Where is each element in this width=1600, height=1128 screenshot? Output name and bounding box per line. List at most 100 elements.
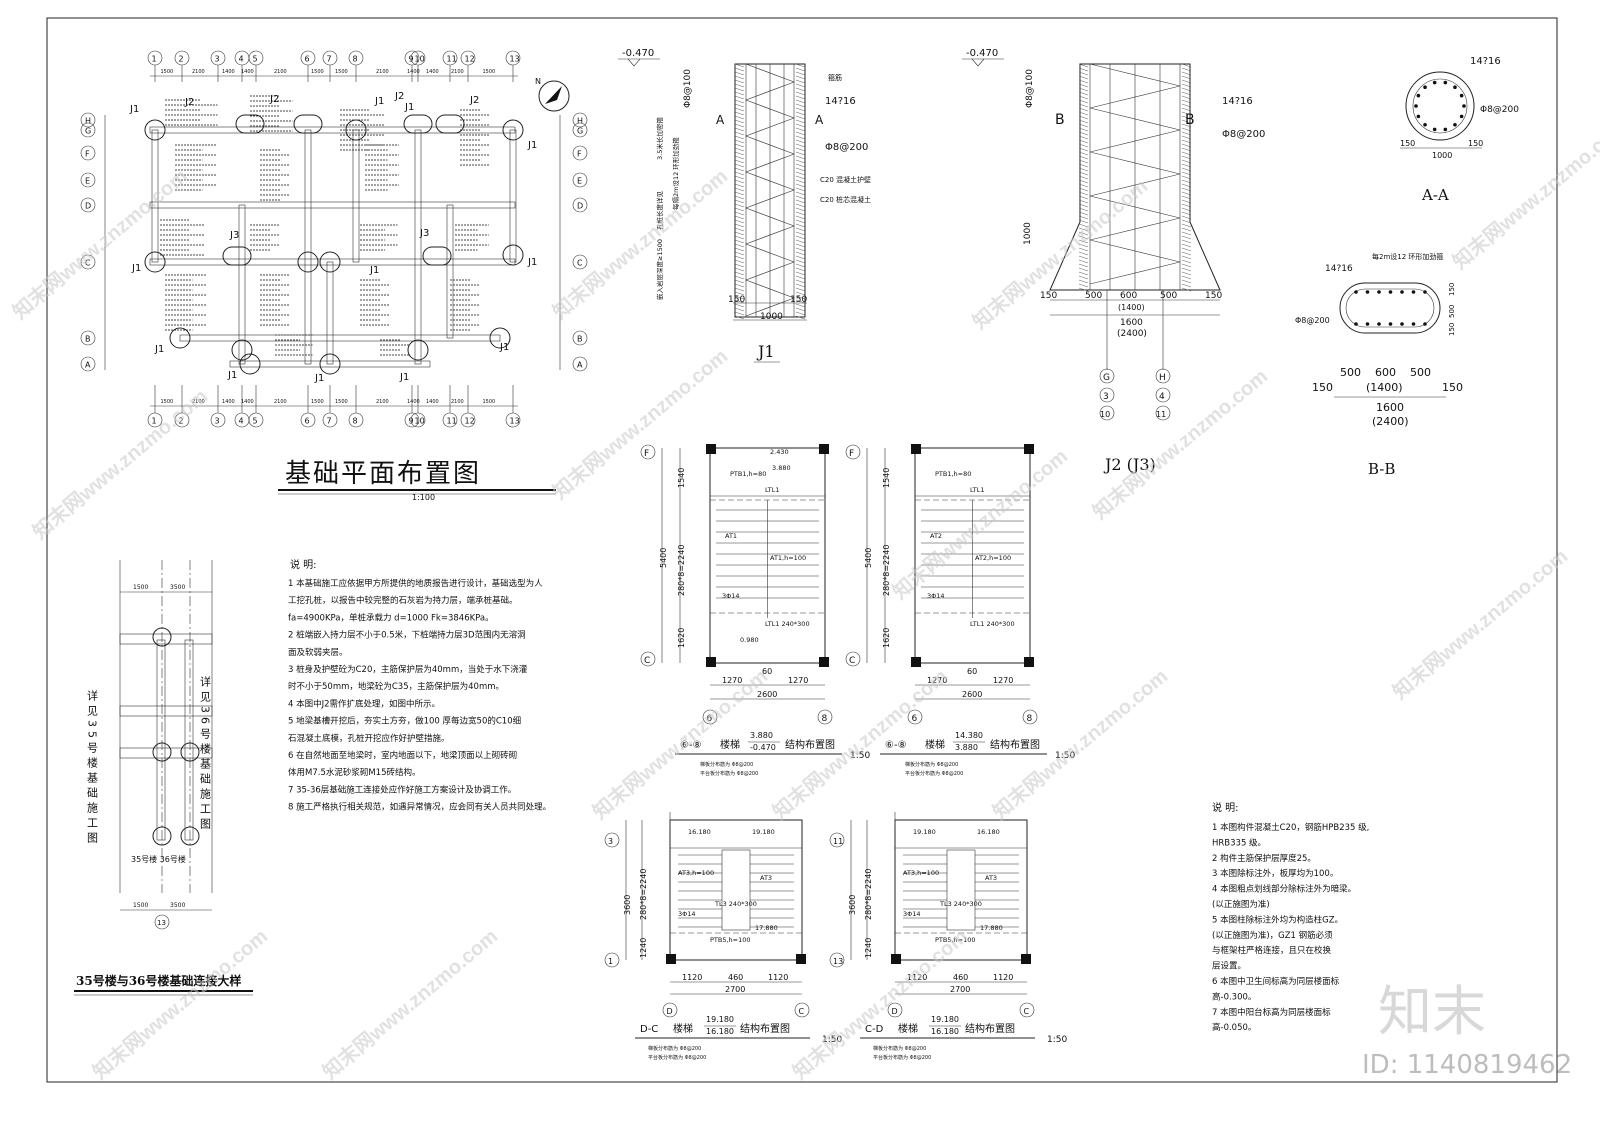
- stair-label: AT3,h=100: [678, 869, 714, 877]
- aa-dim-1: 1000: [1432, 151, 1452, 160]
- axis-label-bottom: 7: [327, 417, 332, 426]
- stair-footnote: 梯板分布筋为 Φ8@200: [648, 1045, 701, 1052]
- stair-footnote: 平台板分布筋为 Φ8@200: [700, 770, 758, 777]
- stair-label: TL3 240*300: [939, 900, 982, 908]
- stair-axis: 13: [833, 957, 843, 966]
- pile-label: J1: [499, 342, 509, 353]
- plan-dim-bottom: 1400: [222, 399, 235, 405]
- stair-label: AT2: [930, 532, 942, 540]
- stair-axis: D: [892, 1007, 898, 1016]
- pile: [239, 353, 261, 375]
- stair-caption-prefix: ⑥-⑧: [680, 740, 702, 751]
- stair-caption-tail: 结构布置图: [990, 738, 1040, 751]
- rebar-dot: [1400, 290, 1404, 294]
- j1-note-1: 每隔2m设12 环形加劲箍: [671, 137, 680, 210]
- axis-label-top: 5: [253, 55, 258, 64]
- stair-outline: [669, 819, 803, 961]
- j2-sec-b-left: B: [1055, 112, 1065, 128]
- stair-dim: 60: [967, 667, 977, 676]
- pile-label: J1: [369, 265, 379, 276]
- j1-stirrups: [734, 63, 806, 320]
- stair-outline: [894, 819, 1028, 961]
- stair-axis: C: [799, 1007, 805, 1016]
- conn-dim-b0: 1500: [133, 902, 148, 909]
- rebar-dot: [1423, 322, 1427, 326]
- aa-rebar-stirrup: Φ8@200: [1480, 105, 1519, 115]
- pile: [489, 327, 511, 349]
- axis-label-left: B: [85, 335, 91, 344]
- rebar-dot: [1411, 322, 1416, 326]
- pile-label: J1: [129, 104, 139, 115]
- stair-label: 2.430: [770, 448, 789, 456]
- stair-dim: 280*8=2240: [864, 869, 873, 920]
- j1-stirrup-dense: Φ8@100: [683, 69, 693, 108]
- aa-dim-2: 150: [1468, 139, 1483, 148]
- plan-dim-top: 1500: [311, 69, 324, 75]
- pile-label: J1: [227, 370, 237, 381]
- stair-dim: 1270: [993, 676, 1013, 685]
- detail-j2: -0.470 B B 14?16 Φ8@200 Φ8@100 1000 150 …: [962, 48, 1265, 474]
- note-right-line: 1 本图构件混凝土C20，钢筋HPB235 级,: [1212, 822, 1369, 833]
- axis-label-right: D: [577, 202, 583, 211]
- rebar-dot: [1432, 80, 1437, 85]
- stair-axis: D: [667, 1007, 673, 1016]
- j1-note-5: 孔桩长度详见: [655, 191, 664, 231]
- column: [819, 657, 829, 667]
- stair-label: 17.880: [980, 924, 1003, 932]
- stair-dim: 1270: [722, 676, 742, 685]
- note-left-line: 6 在自然地面至地梁时，室内地面以下，地梁顶面以上砌砖砌: [288, 750, 517, 761]
- stair-dim: 5400: [659, 548, 668, 568]
- j2-dim-total-alt: (2400): [1117, 329, 1147, 339]
- aa-rebar-main: 14?16: [1470, 56, 1501, 67]
- rebar-dot: [1462, 104, 1466, 108]
- svg-text:4: 4: [1159, 392, 1165, 402]
- axis-label-left: D: [85, 202, 91, 211]
- pile: [144, 119, 166, 141]
- stair-caption-word: 楼梯: [898, 1022, 918, 1035]
- note-left-line: 8 施工严格执行相关规范，如遇异常情况，应会同有关人员共同处理。: [288, 802, 551, 813]
- bb-dim-r2: 150: [1448, 323, 1456, 336]
- j1-sec-a-left: A: [716, 113, 725, 127]
- j1-dim-1: 1000: [760, 312, 783, 322]
- plan-dim-bottom: 2100: [451, 399, 464, 405]
- stair-dim: 3600: [623, 895, 632, 915]
- stair-dim: 1270: [788, 676, 808, 685]
- j2-sec-b-right: B: [1185, 112, 1195, 128]
- plan-dimensions: 1500150021002100140014001400140021002100…: [104, 69, 561, 407]
- plan-dim-top: 2100: [192, 69, 205, 75]
- ground-beam: [304, 129, 312, 365]
- pile-j2: [235, 114, 265, 134]
- stair-dim: 1240: [639, 938, 648, 958]
- axis-bubble-right: [572, 145, 588, 161]
- pile-label: J1: [314, 373, 324, 384]
- watermark-text: 知末网www.znzmo.com: [548, 164, 732, 324]
- plan-dim-bottom: 1400: [426, 399, 439, 405]
- axis-label-bottom: 11: [447, 417, 457, 426]
- rebar-dot: [1443, 80, 1448, 85]
- j1-note-6: 嵌入岩层深度≥1500: [655, 239, 664, 300]
- pile: [297, 251, 319, 273]
- stair-axis: 1: [608, 957, 613, 966]
- bb-inner: [1345, 288, 1435, 328]
- stair-caption-tail: 结构布置图: [965, 1022, 1015, 1035]
- axis-label-right: G: [577, 127, 583, 136]
- column: [911, 444, 921, 454]
- j2-rebar-main: 14?16: [1222, 96, 1253, 107]
- watermark-text: 知末网www.znzmo.com: [588, 664, 772, 824]
- rebar-dot: [1416, 93, 1421, 98]
- axis-label-bottom: 12: [465, 417, 475, 426]
- axis-label-right: B: [577, 335, 583, 344]
- stair-dim: 280*8=2240: [639, 869, 648, 920]
- brand-id: ID: 1140819462: [1362, 1050, 1572, 1080]
- j2-dim-0: 150: [1040, 291, 1057, 301]
- column: [891, 954, 901, 964]
- stair-dim: 2700: [725, 985, 745, 994]
- watermark-text: 知末网www.znzmo.com: [28, 384, 212, 544]
- pile-label: J3: [419, 228, 429, 239]
- note-right-line: (以正施图为准)，GZ1 钢筋必须: [1212, 930, 1333, 941]
- j2-stirrups: [1078, 63, 1192, 292]
- pile: [144, 251, 166, 273]
- note-right-line: 7 本图中阳台标高为同层楼面标: [1212, 1007, 1331, 1018]
